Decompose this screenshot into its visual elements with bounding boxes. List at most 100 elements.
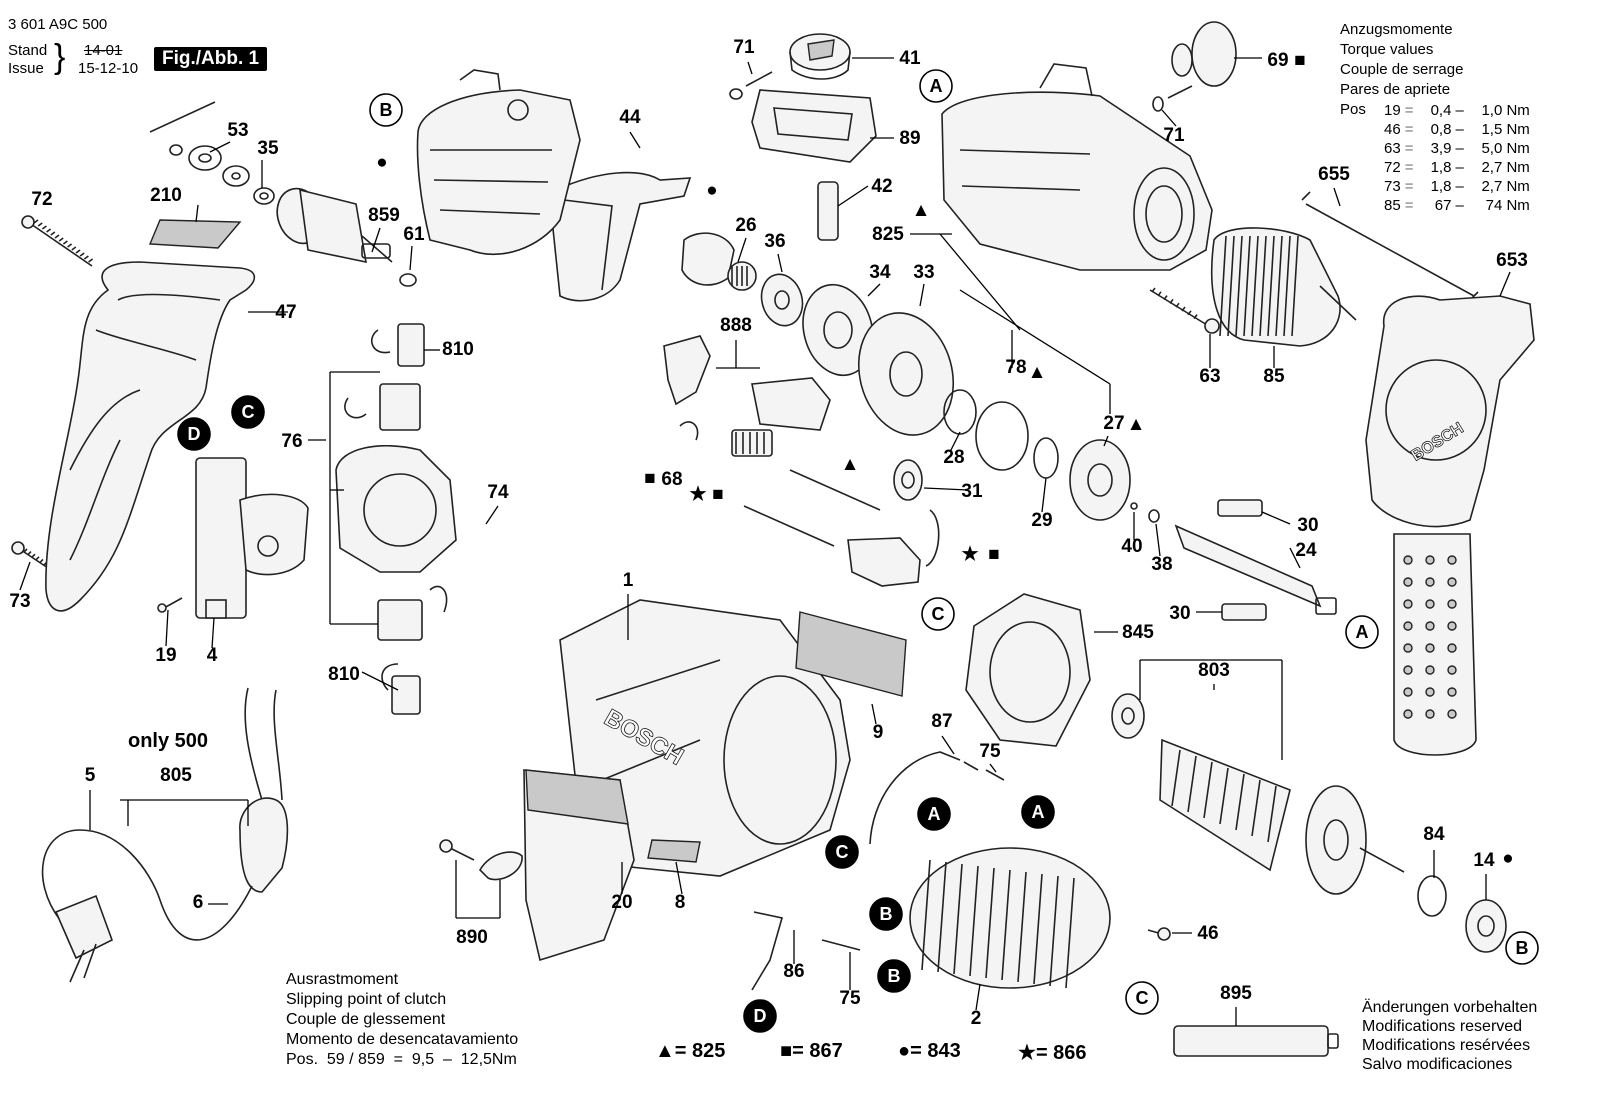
knob-69 [1191,21,1237,87]
reference-marker-A: A [919,69,953,103]
chuck-knurl [1259,235,1267,337]
callout-89: 89 [899,128,920,149]
screw-thread [41,225,47,230]
washer-35 [253,187,275,205]
grip-dot [1447,687,1457,697]
callout-845: 845 [1122,622,1154,643]
spindle-24-thread [1315,597,1337,615]
torque-title-de: Anzugsmomente [1340,21,1453,38]
circle-icon: ● [376,152,387,173]
shifter-fork [925,509,940,567]
knob-41-grip [807,39,835,61]
star-icon: ★ [1018,1042,1036,1064]
callout-859: 859 [368,205,400,226]
screw-head-72 [21,215,35,229]
screw-63-thread [1151,287,1156,293]
handle-rib [69,389,141,471]
housing-top [459,69,501,91]
legend-star: ★= 866 [1018,1040,1087,1065]
switch-4-module [239,493,309,576]
callout-44: 44 [619,107,641,128]
screw-63-head [1204,318,1220,334]
torque-row: 85=67–74 Nm [1384,197,1530,214]
callout-46: 46 [1197,923,1218,944]
triangle-icon: ▲ [655,1040,675,1062]
leader-line [629,131,641,149]
brush-holder-ring [363,473,437,547]
screw-thread [27,551,32,556]
screw-thread [71,246,77,251]
screw-63-thread [1157,291,1162,297]
leader-line [923,487,969,491]
star-icon: ★ [689,484,706,505]
gear-33 [857,312,955,436]
washer-53-hole [198,153,212,163]
slider-888 [751,377,831,431]
reference-marker-C: C [921,597,955,631]
rod-long [743,505,835,547]
leader-line [1333,187,1341,207]
spring-71b [1167,85,1193,99]
callout-805: 805 [160,765,192,786]
screw-63-thread [1187,310,1192,316]
wire-pair [244,687,263,801]
pin-71 [729,88,743,100]
screw-thread [75,249,81,254]
field-winding [937,861,947,973]
chuck-knurl [1291,235,1299,337]
field-winding [985,867,995,979]
baffle-845-ring [989,621,1071,723]
grip-dot [1403,665,1413,675]
field-winding [1049,875,1059,987]
brush-holder-76 [335,444,457,573]
grip-dot [1425,709,1435,719]
bearing-plate-26 [681,232,735,286]
shifter [847,537,921,587]
armature-slot [1251,779,1261,837]
baffle-845 [965,593,1091,747]
reference-marker-A: A [1345,615,1379,649]
changes-note-de: Änderungen vorbehalten [1362,999,1538,1016]
legend-value: = 843 [910,1040,961,1062]
grip-dot [1425,687,1435,697]
callout-73: 73 [9,591,30,612]
ring-84 [1417,875,1447,917]
screw-72 [27,221,93,267]
circle-icon: ● [898,1040,911,1062]
leader-line [959,289,1111,385]
rod-655 [1305,203,1475,297]
pin-71b [1152,96,1164,112]
clutch-note-de: Ausrastmoment [286,971,399,988]
only-500-note: only 500 [128,730,209,752]
callout-53: 53 [227,120,248,141]
ref-circle [877,959,911,993]
pin-42 [817,181,839,241]
leader-line [1041,477,1047,513]
grease-tube-cap [1327,1033,1339,1049]
ref-circle [869,897,903,931]
leader-line [867,283,881,297]
screw-thread [23,548,28,553]
leader-line [211,617,215,649]
grip-dot [1447,643,1457,653]
callout-2: 2 [971,1008,982,1029]
callout-8: 8 [675,892,686,913]
armature-slot [1235,773,1245,831]
chuck-nose [1319,285,1357,321]
callout-71: 71 [1163,125,1185,146]
leader-line [1289,547,1301,569]
callout-36: 36 [764,231,785,252]
callout-72: 72 [31,189,52,210]
chuck-knurl [1227,235,1235,337]
washer-53b [222,165,250,187]
ref-circle [921,597,955,631]
brush-spring-2 [344,397,367,419]
gear-33-hub [889,351,923,397]
callout-1: 1 [623,570,634,591]
clip-30a [1217,499,1263,517]
grip-dot [1403,599,1413,609]
screw-thread [37,222,43,227]
armature-slot [1187,755,1197,813]
leader-line [989,763,997,773]
chuck-knurl [1219,235,1227,337]
